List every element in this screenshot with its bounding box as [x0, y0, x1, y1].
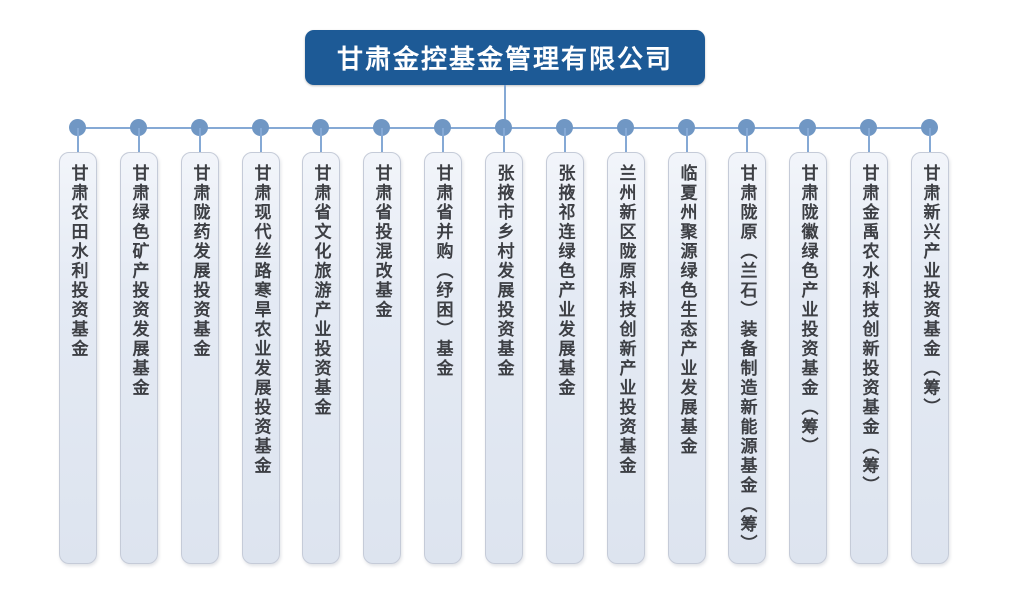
fund-node: 甘肃绿色矿产投资发展基金	[120, 152, 158, 564]
connector-dot	[738, 119, 755, 136]
connector-stem	[503, 128, 505, 153]
connector-dot	[617, 119, 634, 136]
fund-name: 甘肃陇徽绿色产业投资基金（筹）	[798, 164, 818, 457]
fund-node: 甘肃现代丝路寒旱农业发展投资基金	[242, 152, 280, 564]
connector-dot	[312, 119, 329, 136]
fund-branch: 甘肃陇徽绿色产业投资基金（筹）	[789, 119, 827, 565]
fund-branch: 甘肃省文化旅游产业投资基金	[302, 119, 340, 565]
fund-node: 甘肃金禹农水科技创新投资基金（筹）	[850, 152, 888, 564]
connector-dot	[434, 119, 451, 136]
fund-node: 临夏州聚源绿色生态产业发展基金	[668, 152, 706, 564]
connector-stem	[564, 128, 566, 153]
root-node: 甘肃金控基金管理有限公司	[305, 30, 705, 85]
fund-name: 甘肃陇原（兰石）装备制造新能源基金（筹）	[737, 164, 757, 554]
fund-name: 甘肃金禹农水科技创新投资基金（筹）	[859, 164, 879, 496]
fund-branch: 张掖市乡村发展投资基金	[485, 119, 523, 565]
connector-stem	[746, 128, 748, 153]
fund-branch: 甘肃陇药发展投资基金	[181, 119, 219, 565]
fund-node: 张掖市乡村发展投资基金	[485, 152, 523, 564]
connector-dot	[678, 119, 695, 136]
fund-node: 甘肃省文化旅游产业投资基金	[302, 152, 340, 564]
fund-name: 甘肃新兴产业投资基金（筹）	[920, 164, 940, 418]
fund-branch: 张掖祁连绿色产业发展基金	[546, 119, 584, 565]
connector-dot	[799, 119, 816, 136]
fund-node: 甘肃新兴产业投资基金（筹）	[911, 152, 949, 564]
fund-name: 临夏州聚源绿色生态产业发展基金	[677, 164, 697, 457]
connector-dot	[69, 119, 86, 136]
fund-name: 甘肃现代丝路寒旱农业发展投资基金	[251, 164, 271, 476]
connector-stem	[807, 128, 809, 153]
connector-dot	[130, 119, 147, 136]
connector-stem	[929, 128, 931, 153]
fund-name: 甘肃省文化旅游产业投资基金	[311, 164, 331, 418]
fund-node: 甘肃陇原（兰石）装备制造新能源基金（筹）	[728, 152, 766, 564]
fund-node: 甘肃省并购（纾困）基金	[424, 152, 462, 564]
connector-stem	[138, 128, 140, 153]
connector-dot	[252, 119, 269, 136]
connector-stem	[442, 128, 444, 153]
fund-name: 甘肃农田水利投资基金	[68, 164, 88, 359]
connector-stem	[868, 128, 870, 153]
connector-dot	[373, 119, 390, 136]
fund-name: 甘肃省并购（纾困）基金	[433, 164, 453, 379]
fund-branch: 甘肃省并购（纾困）基金	[424, 119, 462, 565]
connector-stem	[381, 128, 383, 153]
connector-stem	[625, 128, 627, 153]
fund-branch: 兰州新区陇原科技创新产业投资基金	[607, 119, 645, 565]
connector-dot	[921, 119, 938, 136]
connector-stem	[260, 128, 262, 153]
fund-branch: 甘肃农田水利投资基金	[59, 119, 97, 565]
fund-branch: 甘肃省投混改基金	[363, 119, 401, 565]
connector-stem	[320, 128, 322, 153]
connector-dot	[191, 119, 208, 136]
connector-stem	[686, 128, 688, 153]
fund-branch: 甘肃陇原（兰石）装备制造新能源基金（筹）	[728, 119, 766, 565]
fund-name: 甘肃绿色矿产投资发展基金	[129, 164, 149, 398]
fund-node: 张掖祁连绿色产业发展基金	[546, 152, 584, 564]
fund-name: 甘肃陇药发展投资基金	[190, 164, 210, 359]
connector-stem	[77, 128, 79, 153]
fund-node: 甘肃陇徽绿色产业投资基金（筹）	[789, 152, 827, 564]
connector-dot	[556, 119, 573, 136]
fund-node: 兰州新区陇原科技创新产业投资基金	[607, 152, 645, 564]
fund-branch: 甘肃金禹农水科技创新投资基金（筹）	[850, 119, 888, 565]
root-connector-line	[504, 85, 506, 128]
root-node-label: 甘肃金控基金管理有限公司	[336, 44, 673, 74]
fund-name: 张掖市乡村发展投资基金	[494, 164, 514, 379]
connector-dot	[495, 119, 512, 136]
fund-node: 甘肃省投混改基金	[363, 152, 401, 564]
fund-name: 兰州新区陇原科技创新产业投资基金	[616, 164, 636, 476]
fund-node: 甘肃农田水利投资基金	[59, 152, 97, 564]
connector-stem	[199, 128, 201, 153]
fund-name: 甘肃省投混改基金	[372, 164, 392, 320]
fund-branch: 甘肃新兴产业投资基金（筹）	[911, 119, 949, 565]
fund-node: 甘肃陇药发展投资基金	[181, 152, 219, 564]
fund-name: 张掖祁连绿色产业发展基金	[555, 164, 575, 398]
fund-branch: 临夏州聚源绿色生态产业发展基金	[668, 119, 706, 565]
fund-branch: 甘肃现代丝路寒旱农业发展投资基金	[242, 119, 280, 565]
fund-branch: 甘肃绿色矿产投资发展基金	[120, 119, 158, 565]
connector-dot	[860, 119, 877, 136]
